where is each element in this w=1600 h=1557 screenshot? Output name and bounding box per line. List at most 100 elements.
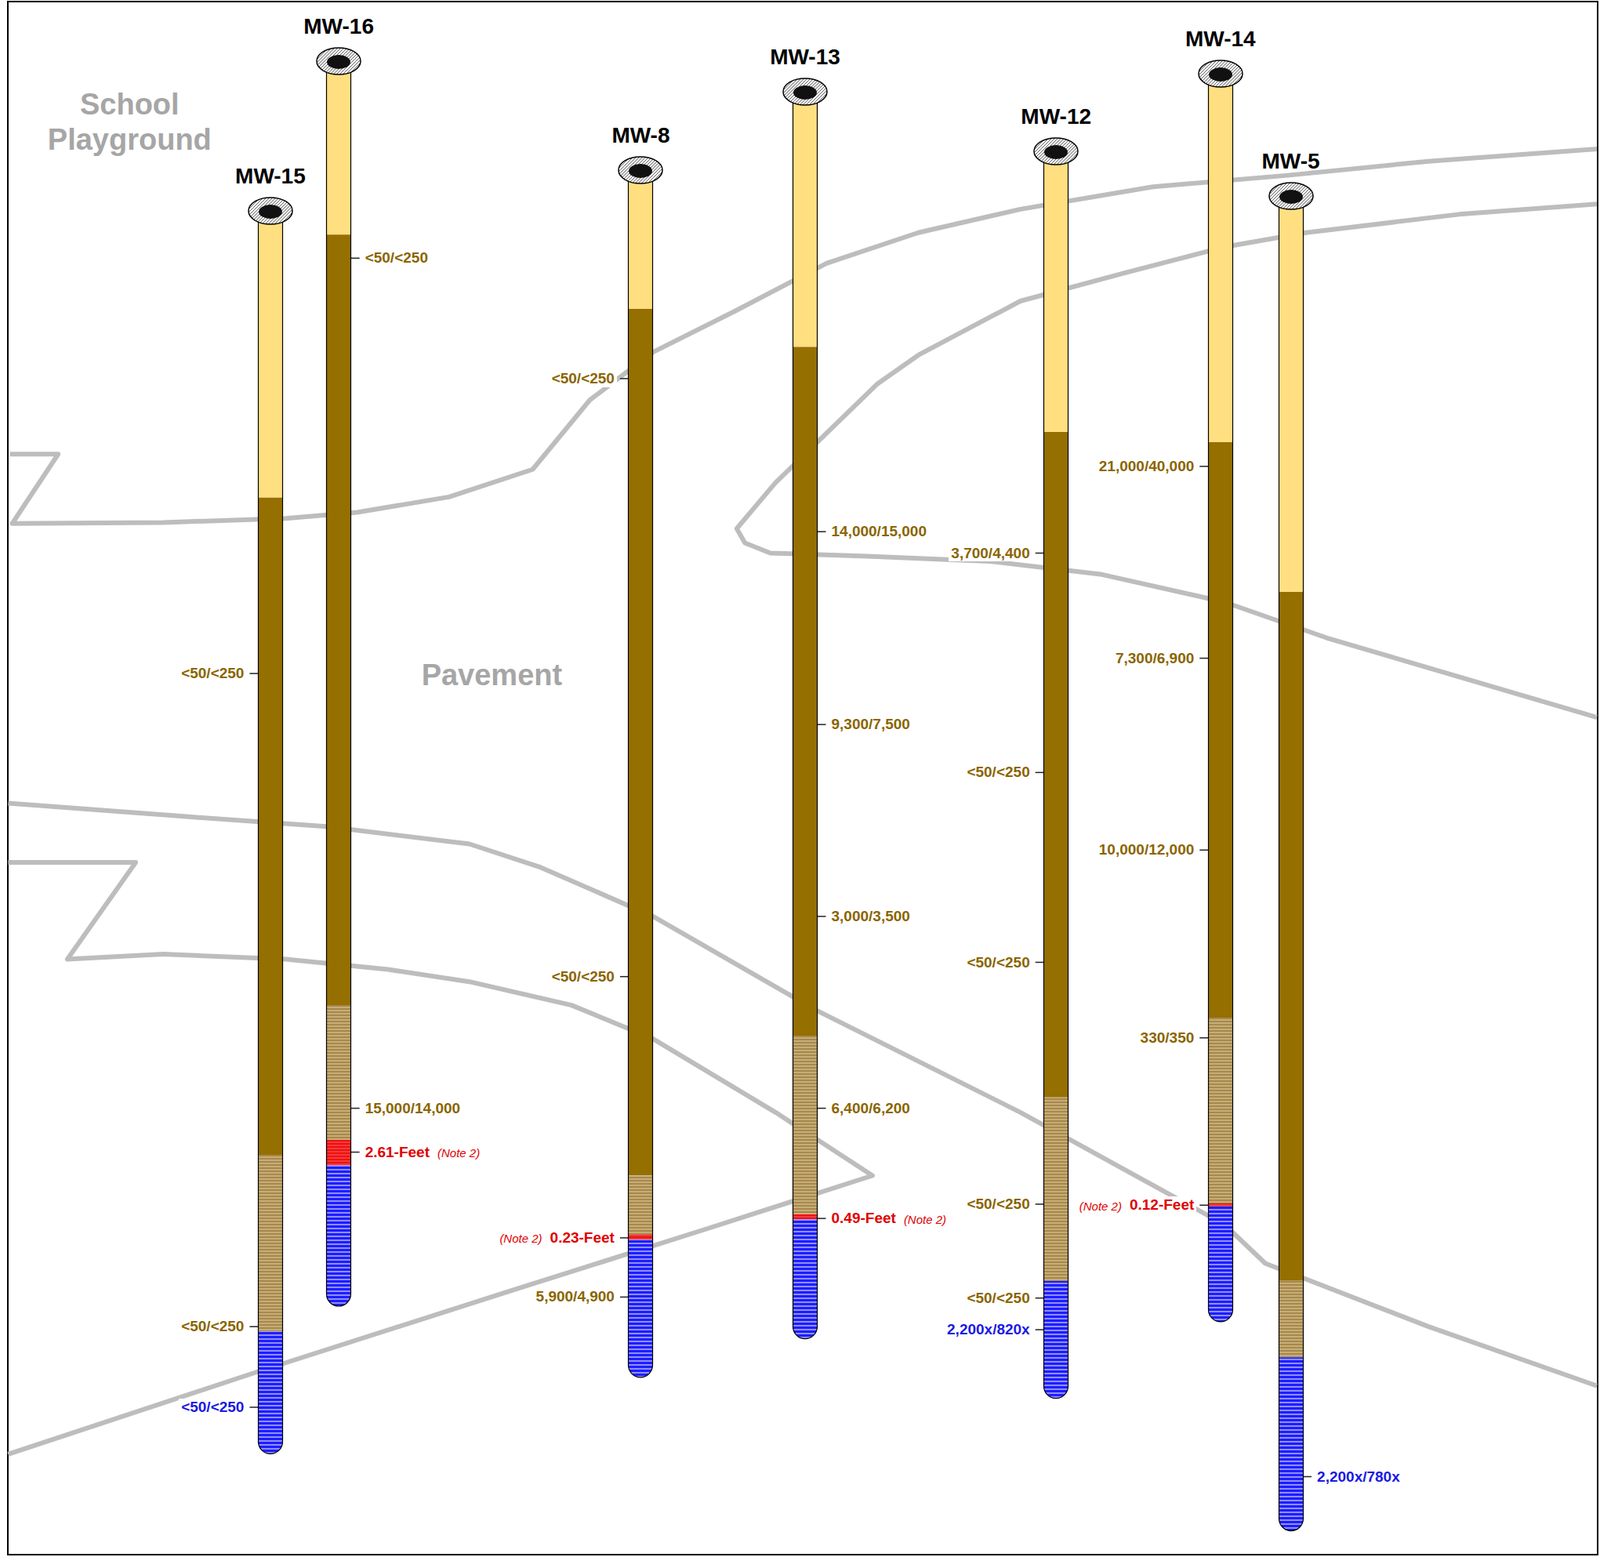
monitoring-well: MW-14	[1181, 26, 1260, 1338]
concentration-value: 6,400/6,200	[829, 1099, 913, 1118]
well-drawing	[299, 14, 378, 1322]
concentration-value: <50/<250	[549, 968, 617, 986]
well-drawing	[1016, 104, 1096, 1415]
concentration-value: 7,300/6,900	[1113, 649, 1197, 668]
well-interval	[1208, 1206, 1233, 1322]
well-interval	[1208, 1017, 1233, 1204]
well-casing	[793, 100, 818, 1339]
concentration-value: 3,700/4,400	[948, 544, 1032, 563]
area-label: Pavement	[419, 657, 566, 694]
leader-tick	[1035, 772, 1045, 774]
well-cap-center	[1044, 145, 1068, 160]
leader-tick	[620, 1237, 629, 1239]
well-interval	[793, 347, 818, 1037]
concentration-value: <50/<250	[964, 1195, 1032, 1213]
well-casing	[1044, 159, 1069, 1398]
concentration-value: <50/<250	[549, 370, 617, 388]
monitoring-well: MW-15	[231, 163, 310, 1470]
concentration-value: <50/<250	[178, 1398, 247, 1416]
well-interval	[257, 497, 283, 1155]
well-casing	[326, 69, 352, 1307]
product-thickness: 0.49-Feet	[829, 1209, 899, 1227]
concentration-value: <50/<250	[178, 664, 247, 683]
leader-tick	[351, 1107, 360, 1110]
concentration-value: 2,200x/780x	[1314, 1468, 1403, 1486]
well-name: MW-13	[765, 44, 845, 70]
concentration-value: 2,200x/820x	[944, 1320, 1033, 1339]
note-reference: (Note 2)	[497, 1231, 545, 1245]
well-cap-center	[326, 54, 351, 69]
well-cap	[783, 78, 828, 106]
well-casing	[628, 178, 654, 1378]
well-cap-center	[793, 85, 817, 100]
well-casing	[1208, 81, 1233, 1322]
area-label: School Playground	[21, 87, 238, 159]
well-interval	[1044, 159, 1069, 432]
well-interval	[628, 178, 654, 310]
leader-tick	[1199, 465, 1209, 468]
well-interval	[628, 1234, 654, 1241]
leader-tick	[249, 1406, 258, 1408]
leader-tick	[817, 915, 827, 918]
well-interval	[793, 1214, 818, 1220]
well-casing	[257, 219, 283, 1455]
well-interval	[257, 1331, 283, 1455]
concentration-value: 5,900/4,900	[533, 1287, 617, 1306]
leader-tick	[351, 257, 360, 260]
well-name: MW-8	[601, 123, 680, 149]
leader-tick	[620, 377, 629, 380]
leader-tick	[1035, 552, 1045, 555]
note-reference: (Note 2)	[435, 1146, 483, 1160]
leader-tick	[1035, 1203, 1045, 1205]
note-reference: (Note 2)	[1077, 1199, 1125, 1213]
well-drawing	[1181, 26, 1260, 1338]
concentration-value: <50/<250	[964, 1289, 1032, 1307]
well-interval	[628, 1240, 654, 1379]
leader-tick	[1302, 1476, 1312, 1478]
concentration-value: 10,000/12,000	[1096, 841, 1198, 859]
well-name: MW-12	[1016, 104, 1096, 130]
well-cap	[316, 47, 361, 75]
monitoring-well: MW-8	[601, 123, 680, 1394]
leader-tick	[1199, 657, 1209, 660]
well-name: MW-15	[231, 163, 310, 189]
concentration-value: 14,000/15,000	[829, 522, 930, 541]
well-drawing	[1251, 148, 1331, 1547]
well-interval	[1278, 591, 1303, 1281]
well-interval	[1278, 203, 1303, 592]
leader-tick	[817, 530, 827, 533]
well-interval	[793, 100, 818, 348]
monitoring-well: MW-5	[1251, 148, 1331, 1547]
well-name: MW-16	[299, 14, 378, 40]
leader-tick	[1035, 961, 1045, 964]
leader-tick	[1035, 1297, 1045, 1299]
well-interval	[628, 308, 654, 1176]
concentration-value: <50/<250	[178, 1317, 247, 1336]
well-interval	[326, 69, 352, 236]
concentration-value: <50/<250	[964, 763, 1032, 781]
concentration-value: 330/350	[1138, 1029, 1198, 1047]
product-thickness: 0.12-Feet	[1127, 1196, 1197, 1214]
leader-tick	[1199, 849, 1209, 852]
well-cap	[1269, 182, 1314, 210]
well-interval	[326, 1164, 352, 1307]
leader-tick	[1199, 1204, 1209, 1207]
concentration-value: 9,300/7,500	[829, 715, 913, 733]
well-interval	[1208, 81, 1233, 442]
well-cap-center	[628, 163, 653, 178]
well-interval	[257, 1154, 283, 1332]
well-interval	[1278, 1356, 1303, 1531]
well-interval	[257, 219, 283, 498]
concentration-value: 15,000/14,000	[362, 1099, 464, 1118]
leader-tick	[817, 1107, 827, 1110]
leader-tick	[1199, 1037, 1209, 1039]
well-drawing	[231, 163, 310, 1470]
well-cap	[618, 156, 663, 184]
leader-tick	[1035, 1328, 1045, 1331]
leader-tick	[817, 1217, 827, 1220]
well-cap-center	[1208, 67, 1233, 82]
leader-tick	[620, 975, 629, 978]
product-thickness: 2.61-Feet	[362, 1143, 432, 1161]
well-interval	[1278, 1280, 1303, 1358]
